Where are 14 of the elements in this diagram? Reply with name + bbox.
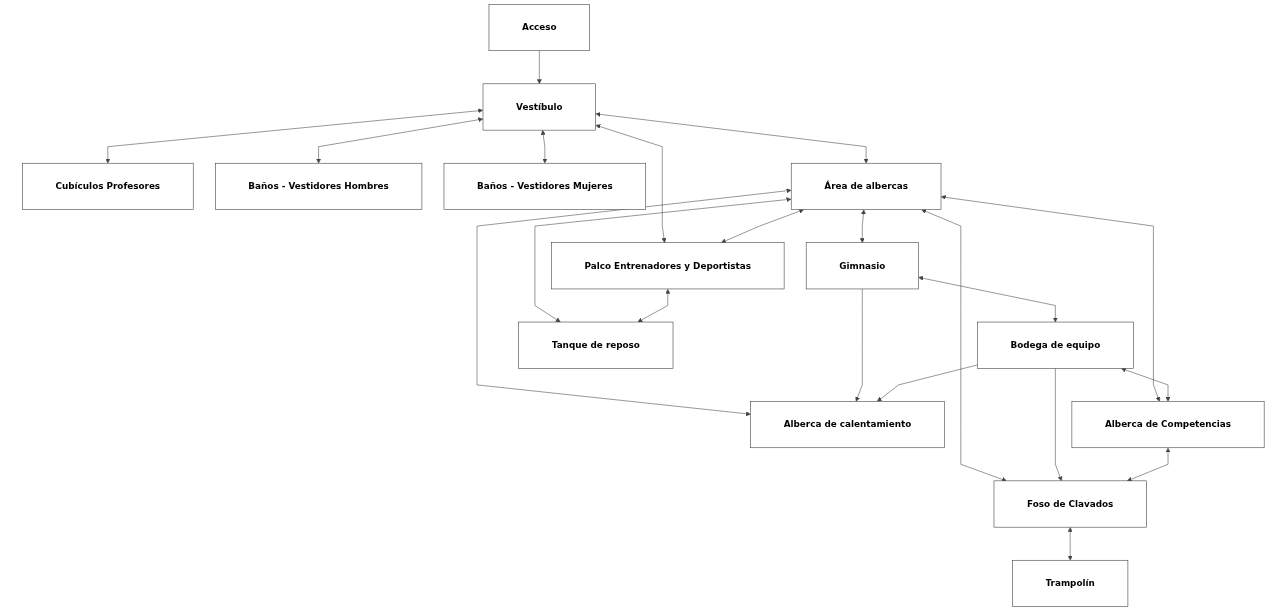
node-box: Palco Entrenadores y Deportistas: [550, 242, 785, 290]
node-box: Alberca de calentamiento: [750, 401, 945, 449]
node-box: Bodega de equipo: [976, 321, 1134, 369]
node-box: Gimnasio: [805, 242, 919, 290]
node-box: Acceso: [488, 4, 590, 51]
node-box: Área de albercas: [790, 162, 941, 210]
node-box: Baños - Vestidores Hombres: [214, 162, 422, 210]
node-box: Vestíbulo: [482, 83, 596, 131]
node-box: Foso de Clavados: [993, 480, 1147, 528]
node-box: Baños - Vestidores Mujeres: [443, 162, 646, 210]
node-box: Trampolín: [1011, 559, 1128, 607]
node-box: Alberca de Competencias: [1071, 401, 1265, 449]
node-box: Cubículos Profesores: [21, 162, 194, 210]
node-box: Tanque de reposo: [518, 321, 673, 369]
